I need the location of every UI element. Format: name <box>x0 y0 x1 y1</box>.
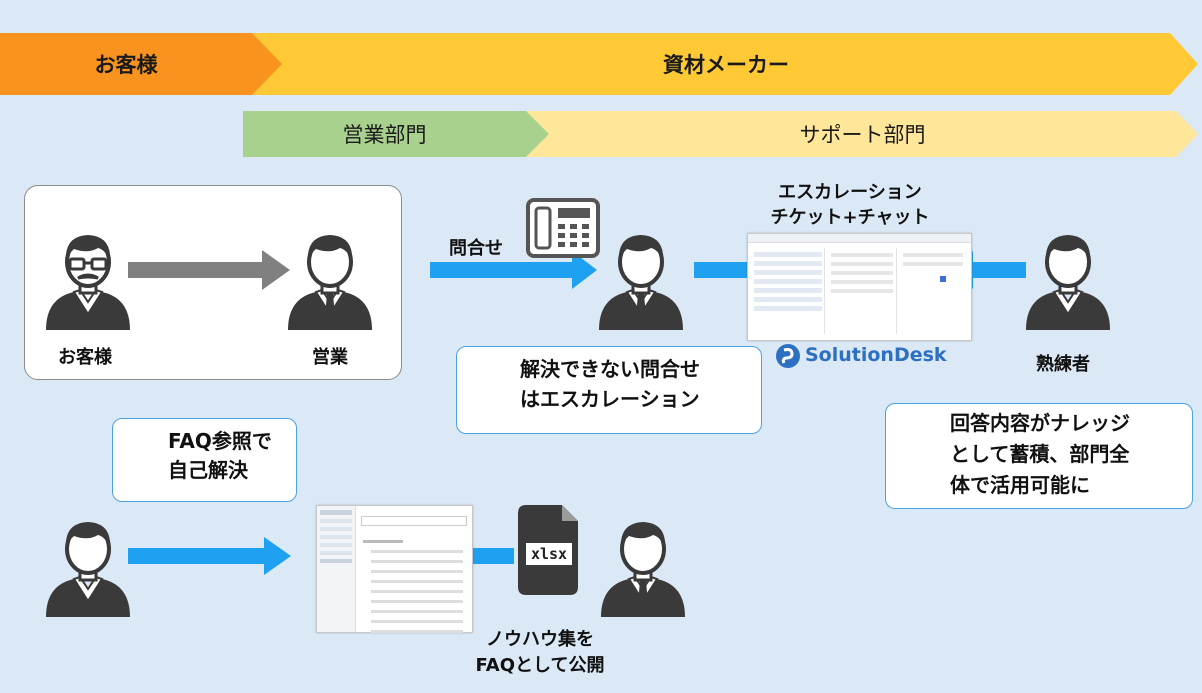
tip-3-line1: 回答内容がナレッジ <box>950 411 1130 435</box>
support-band-label: サポート部門 <box>799 123 926 147</box>
tip-1-line2: 自己解決 <box>168 458 248 482</box>
escalation-title-line2: チケット+チャット <box>770 207 930 228</box>
expert-label: 熟練者 <box>1036 354 1090 375</box>
telephone-icon <box>526 198 600 258</box>
escalation-title-line1: エスカレーション <box>778 182 922 203</box>
tip-2-line2: はエスカレーション <box>520 387 700 411</box>
solutiondesk-brand: SolutionDesk <box>805 344 947 366</box>
faq-support-person-icon <box>601 522 685 617</box>
customer-person-icon <box>44 233 132 332</box>
tip-3-line3: 体で活用可能に <box>950 473 1090 497</box>
customer-to-faq-arrow <box>128 537 291 575</box>
support-band-shape <box>528 111 1198 157</box>
customer-to-sales-arrow <box>128 250 290 290</box>
tip-2-line1: 解決できない問合せ <box>520 357 700 381</box>
tip-3-card <box>885 403 1193 509</box>
sales-person-icon <box>288 235 372 330</box>
customer-label: お客様 <box>58 347 112 368</box>
customer-band-shape <box>0 33 282 95</box>
customer-band-label: お客様 <box>94 53 158 77</box>
expert-person-icon <box>1024 233 1112 332</box>
inquiry-label: 問合せ <box>449 238 503 259</box>
sales-band-shape <box>243 111 549 157</box>
xlsx-file-label: xlsx <box>530 545 568 563</box>
maker-band-shape <box>0 33 1198 95</box>
tip-1-card <box>112 418 297 502</box>
faq-customer-person-icon <box>44 520 132 619</box>
solutiondesk-screenshot <box>747 233 972 341</box>
faq-caption-line2: FAQとして公開 <box>475 655 605 676</box>
sales-label: 営業 <box>312 347 348 368</box>
maker-band-label: 資材メーカー <box>663 53 789 77</box>
tip-1-line1: FAQ参照で <box>168 429 272 453</box>
sales-band-label: 営業部門 <box>342 123 427 147</box>
faq-caption-line1: ノウハウ集を <box>486 629 594 650</box>
inquiry-arrow <box>430 251 597 289</box>
header-bands <box>0 33 1198 157</box>
solutiondesk-logo-icon <box>776 344 800 368</box>
support-person-icon <box>599 235 683 330</box>
tip-2-card <box>456 346 762 434</box>
faq-screenshot <box>316 505 473 633</box>
xlsx-file-icon <box>518 505 578 595</box>
tip-3-line2: として蓄積、部門全 <box>950 442 1130 466</box>
